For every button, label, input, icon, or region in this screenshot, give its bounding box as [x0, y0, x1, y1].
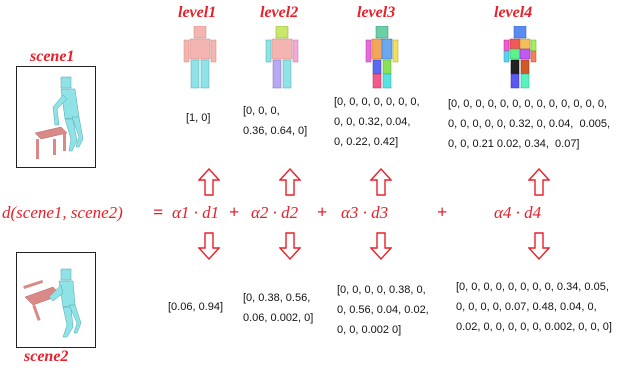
plus-sign-2: + [317, 202, 328, 222]
scene1-label: scene1 [30, 48, 75, 65]
term-level4: α4 · d4 [494, 203, 542, 222]
level2-up-arrow-icon [279, 168, 301, 196]
level1-figure [180, 25, 220, 97]
level3-label: level3 [357, 4, 396, 21]
level1-bottom-vector: [0.06, 0.94] [168, 301, 224, 313]
equation-lhs: d(scene1, scene2) [2, 203, 123, 222]
level1-top-vector: [1, 0] [186, 112, 211, 124]
term-level1: α1 · d1 [172, 203, 220, 222]
level4-up-arrow-icon [528, 168, 550, 196]
level2-label: level2 [260, 4, 299, 21]
level3-down-arrow-icon [370, 232, 392, 260]
level3-top-vector: [0, 0, 0, 0, 0, 0, 0, 0, 0, 0.32, 0.04, … [334, 96, 420, 148]
level2-down-arrow-icon [279, 232, 301, 260]
level4-down-arrow-icon [528, 232, 550, 260]
scene1-image [16, 66, 96, 168]
level3-up-arrow-icon [370, 168, 392, 196]
scene2-label: scene2 [24, 348, 69, 365]
level1-label: level1 [178, 4, 217, 21]
level3-figure [362, 25, 402, 97]
level2-top-vector: [0, 0, 0, 0.36, 0.64, 0] [243, 105, 308, 137]
level2-bottom-vector: [0, 0.38, 0.56, 0.06, 0.002, 0] [243, 292, 314, 324]
plus-sign-3: + [437, 202, 448, 222]
level4-top-vector: [0, 0, 0, 0, 0, 0, 0, 0, 0, 0, 0, 0, 0, … [448, 98, 611, 150]
level4-bottom-vector: [0, 0, 0, 0, 0, 0, 0, 0, 0.34, 0.05, 0, … [456, 281, 612, 333]
term-level3: α3 · d3 [341, 203, 389, 222]
level4-label: level4 [494, 4, 533, 21]
level4-figure [500, 25, 540, 97]
level1-down-arrow-icon [198, 232, 220, 260]
level3-bottom-vector: [0, 0, 0, 0, 0.38, 0, 0, 0.56, 0.04, 0.0… [337, 284, 429, 336]
term-level2: α2 · d2 [251, 203, 299, 222]
scene2-image [16, 252, 96, 348]
level2-figure [262, 25, 302, 97]
equals-sign: = [153, 202, 164, 222]
plus-sign-1: + [229, 202, 240, 222]
level1-up-arrow-icon [198, 168, 220, 196]
